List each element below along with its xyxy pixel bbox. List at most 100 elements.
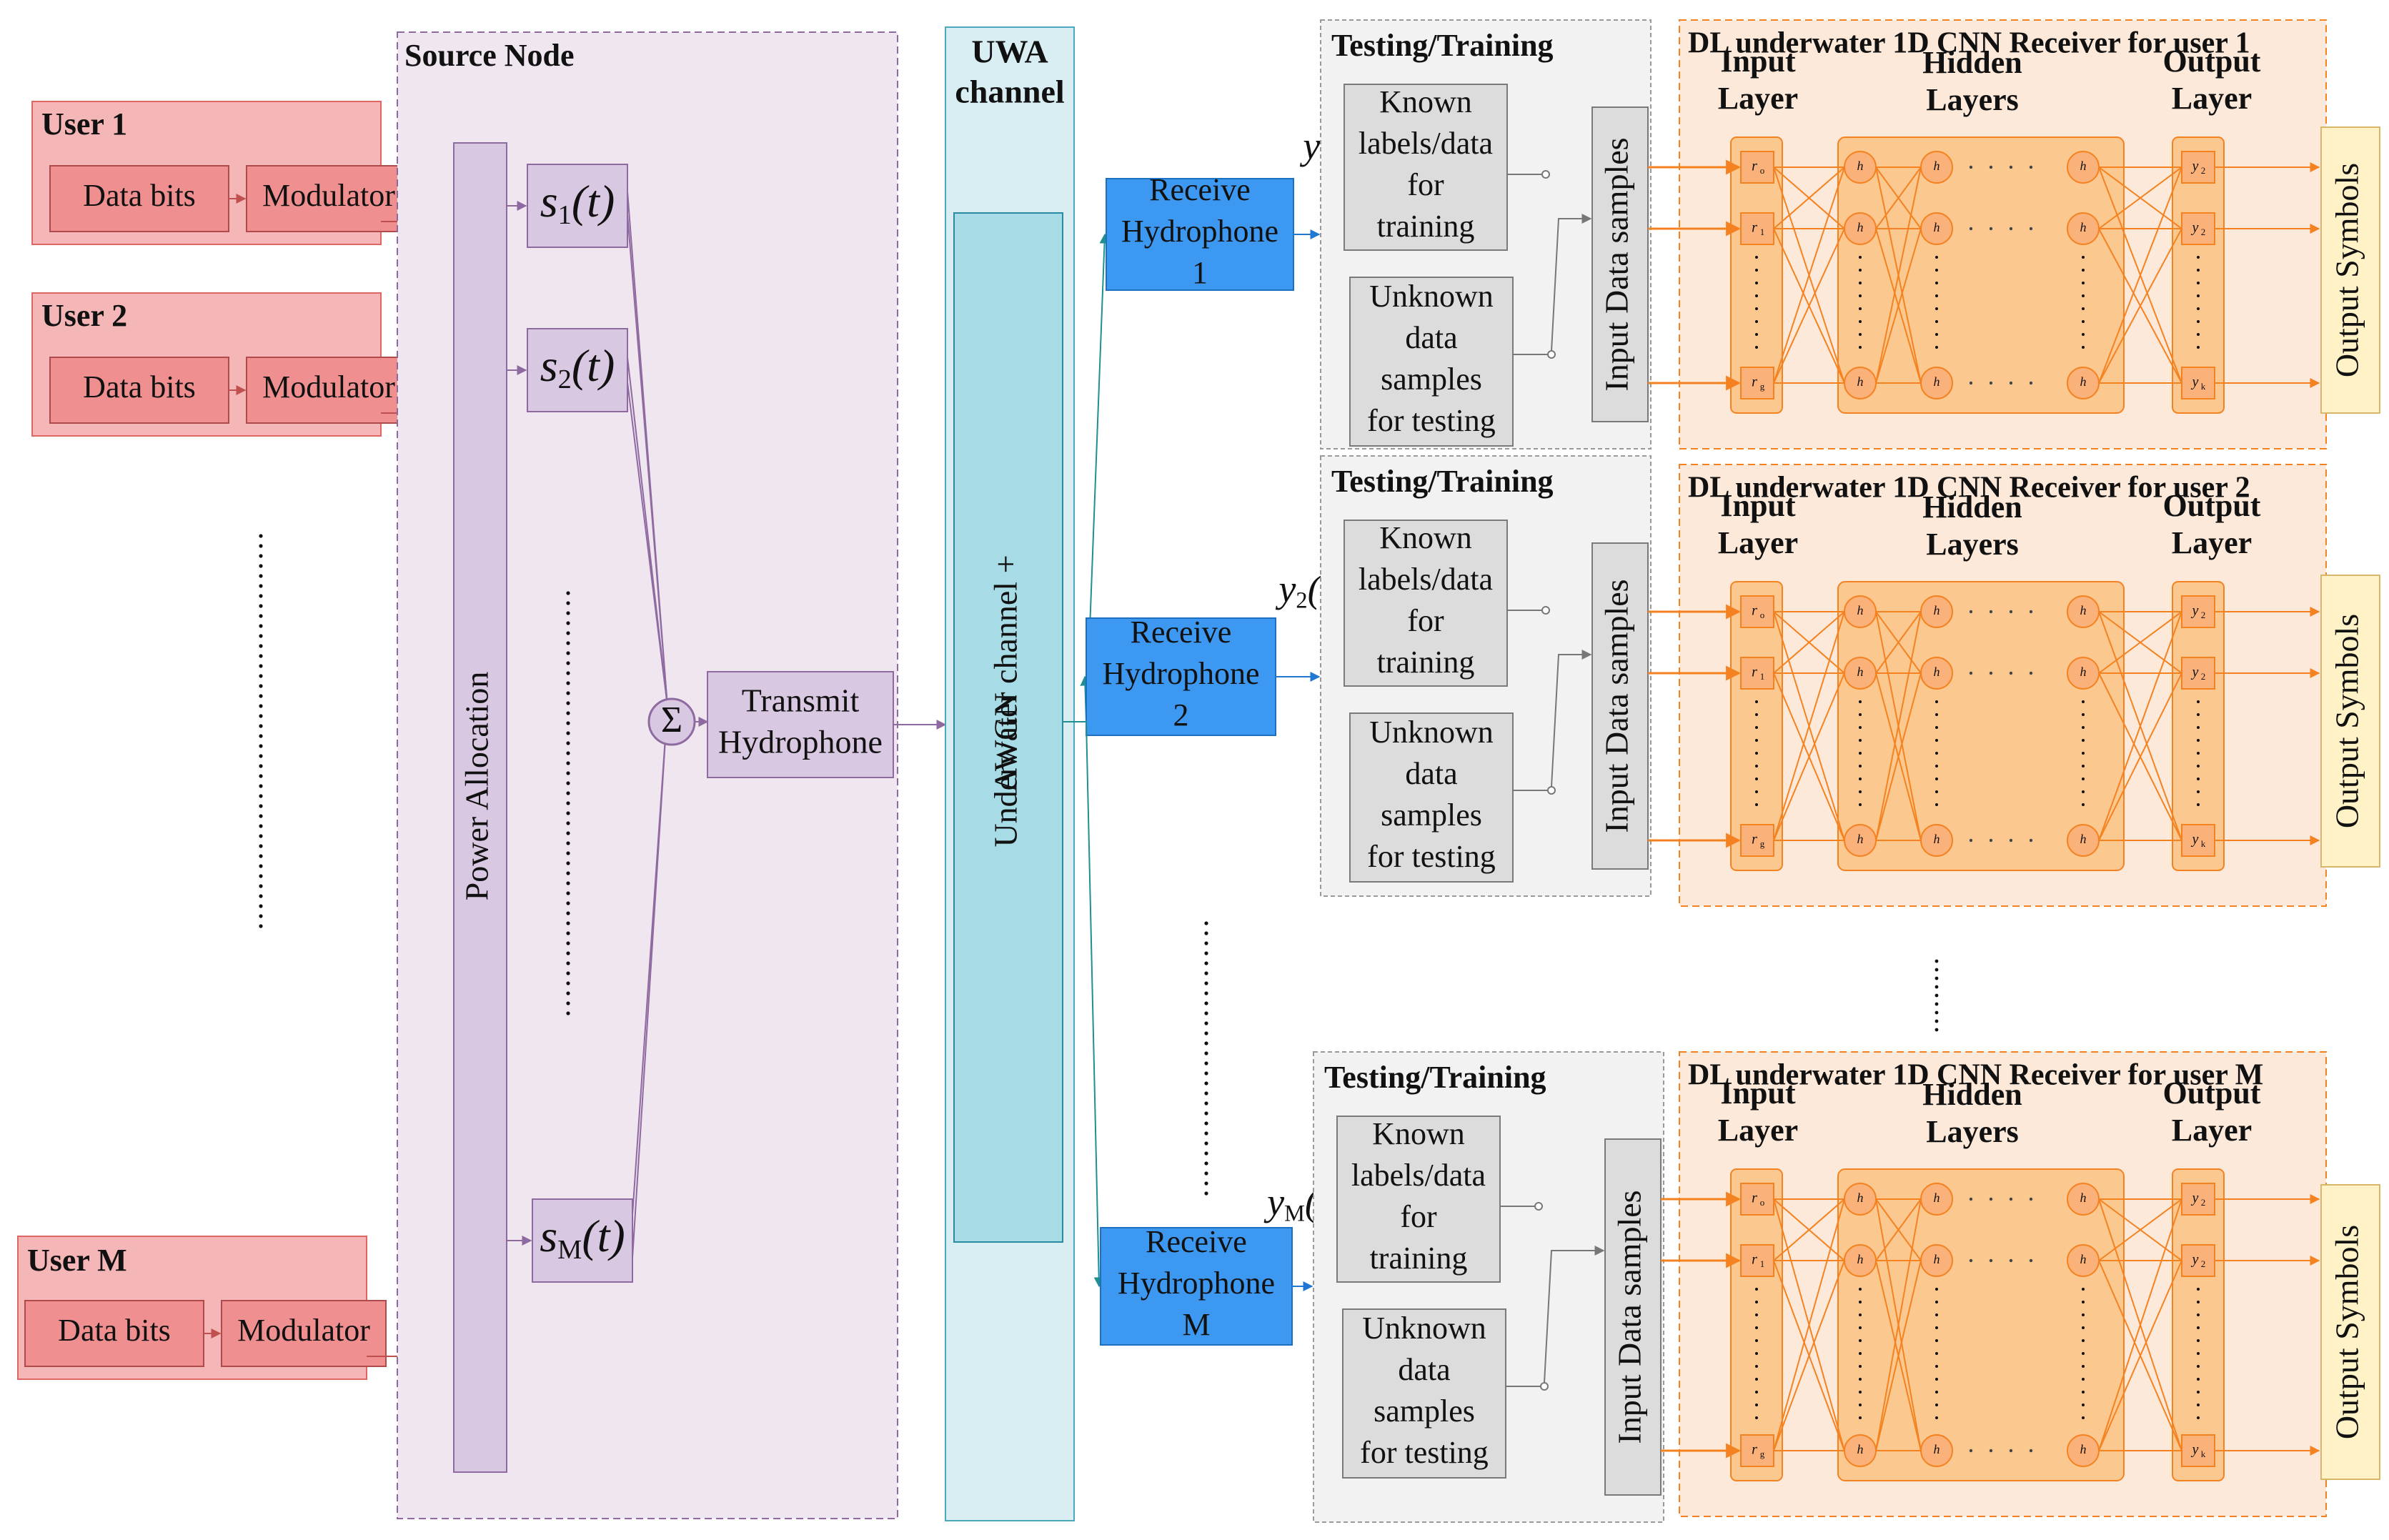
layer-ellipsis [1755, 282, 1758, 284]
signals-ellipsis [566, 601, 570, 605]
signals-ellipsis [566, 921, 570, 925]
output-node [2181, 367, 2215, 399]
receivers-ellipsis [1204, 971, 1208, 975]
underwater-channel-box [953, 212, 1063, 1243]
layer-ellipsis [2197, 1288, 2200, 1291]
users-ellipsis [259, 614, 263, 618]
signals-ellipsis [566, 631, 570, 635]
receivers-ellipsis [1204, 1061, 1208, 1065]
neuron-label: h [1857, 1191, 1864, 1205]
cnn-connection [1773, 672, 1845, 841]
input-node [1740, 1434, 1774, 1467]
signals-ellipsis [566, 981, 570, 985]
receivers-ellipsis [1204, 1111, 1208, 1116]
signals-ellipsis [566, 791, 570, 795]
signals-ellipsis [566, 651, 570, 655]
input-node-label: r [1752, 603, 1757, 619]
input-data-label: Input Data samples [1599, 579, 1635, 833]
known-labels-label: Known [1379, 84, 1472, 119]
input-layer-bar [1730, 136, 1783, 414]
input-layer-label: Input [1720, 1075, 1796, 1111]
layer-ellipsis [2082, 282, 2085, 284]
layer-ellipsis [1859, 1352, 1862, 1355]
cnn-connection [1875, 167, 1922, 384]
layer-ellipsis [1859, 803, 1862, 806]
layer-ellipsis [1859, 269, 1862, 272]
layer-ellipsis [1859, 765, 1862, 767]
cnn-connection [2098, 167, 2182, 229]
layer-ellipsis [2082, 1301, 2085, 1303]
signals-ellipsis [566, 861, 570, 865]
users-ellipsis [259, 744, 263, 748]
signal-to-sum-line [627, 382, 668, 707]
input-layer-label: Layer [1718, 1113, 1798, 1148]
switch-to-input-arrow [1551, 650, 1592, 788]
switch-contact [1534, 1202, 1543, 1211]
receivers-ellipsis [1204, 941, 1208, 945]
signals-ellipsis [566, 801, 570, 805]
layer-ellipsis [2197, 726, 2200, 729]
known-labels-label: training [1370, 1241, 1468, 1276]
input-layer-label: Input [1720, 44, 1796, 79]
users-ellipsis [259, 674, 263, 678]
layer-ellipsis [1935, 269, 1938, 272]
receive-hydrophone-label: 2 [1173, 697, 1189, 732]
layer-ellipsis [2082, 739, 2085, 742]
users-ellipsis [259, 544, 263, 548]
hidden-ellipsis [2009, 610, 2013, 614]
layer-ellipsis [2197, 307, 2200, 310]
users-ellipsis [259, 734, 263, 738]
signals-ellipsis [566, 961, 570, 965]
receive-hydrophone-box [1100, 1227, 1293, 1346]
known-labels-label: training [1377, 209, 1475, 244]
receive-hydrophone-label: Hydrophone [1103, 656, 1260, 691]
users-ellipsis [259, 784, 263, 788]
receivers-ellipsis [1204, 1011, 1208, 1015]
hidden-layers-label: Layers [1926, 1114, 2019, 1149]
receivers-ellipsis [1204, 1031, 1208, 1035]
hidden-ellipsis [1989, 1449, 1993, 1453]
layer-ellipsis [1859, 282, 1862, 284]
signals-ellipsis [566, 851, 570, 855]
signal-label: sM(t) [540, 1211, 625, 1265]
signals-ellipsis [566, 891, 570, 895]
users-ellipsis [259, 754, 263, 758]
known-labels-label: Known [1372, 1116, 1465, 1151]
layer-ellipsis [1859, 1301, 1862, 1303]
layer-ellipsis [2197, 256, 2200, 259]
cnn-connection [1773, 1198, 1845, 1451]
switch-contact [1547, 350, 1556, 359]
layer-ellipsis [1935, 1339, 1938, 1342]
known-labels-box [1336, 1116, 1501, 1283]
output-node-label: y [2191, 665, 2199, 680]
input-node-label: r [1752, 832, 1757, 848]
layer-ellipsis [2082, 1378, 2085, 1381]
users-ellipsis [259, 584, 263, 588]
users-ellipsis [259, 844, 263, 848]
layer-ellipsis [2082, 294, 2085, 297]
input-layer-label: Layer [1718, 81, 1798, 116]
cnn-connection [2098, 228, 2182, 384]
layer-ellipsis [1935, 790, 1938, 793]
output-node-label: y [2191, 1252, 2199, 1268]
layer-ellipsis [2197, 282, 2200, 284]
signal-to-sum-line [627, 214, 668, 707]
output-layer-label: Output [2163, 1075, 2261, 1111]
receivers-ellipsis [1204, 981, 1208, 985]
signals-ellipsis [566, 881, 570, 885]
output-symbols-box [2320, 1184, 2380, 1480]
hidden-ellipsis [1969, 381, 1973, 385]
hidden-ellipsis [2009, 165, 2013, 169]
layer-ellipsis [2197, 1416, 2200, 1419]
layer-ellipsis [2082, 320, 2085, 323]
neuron-label: h [2080, 1252, 2087, 1266]
neuron-label: h [1857, 665, 1864, 679]
receivers-ellipsis [1204, 1041, 1208, 1045]
layer-ellipsis [2197, 700, 2200, 703]
input-node-label: r [1752, 159, 1757, 174]
layer-ellipsis [1859, 256, 1862, 259]
cnn-connection [1875, 611, 1922, 674]
unknown-samples-label: data [1405, 756, 1457, 791]
neuron-label: h [1857, 159, 1864, 173]
signals-ellipsis [566, 781, 570, 785]
